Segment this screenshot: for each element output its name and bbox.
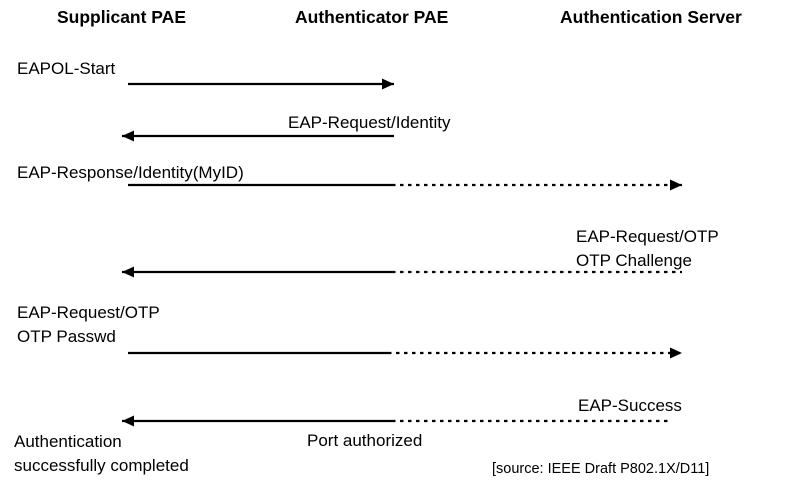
arrowhead-left	[122, 130, 134, 142]
arrowhead-right	[670, 347, 682, 359]
arrowhead-left	[122, 266, 134, 278]
source-citation: [source: IEEE Draft P802.1X/D11]	[492, 461, 710, 477]
message-label-eap-request-otp-passwd: EAP-Request/OTP	[17, 303, 160, 322]
message-arrow-m6	[122, 415, 672, 427]
message-label-eap-response-identity: EAP-Response/Identity(MyID)	[17, 163, 244, 182]
message-label-otp-passwd: OTP Passwd	[17, 327, 116, 346]
arrowhead-left	[122, 415, 134, 427]
message-arrow-m1	[128, 78, 394, 90]
note-port-authorized: Port authorized	[307, 431, 423, 450]
arrowhead-right	[670, 179, 682, 191]
note-authentication-complete-line1: Authentication	[14, 432, 122, 451]
lifeline-header-supplicant: Supplicant PAE	[57, 7, 186, 27]
arrowhead-right	[382, 78, 394, 90]
message-label-otp-challenge: OTP Challenge	[576, 251, 692, 270]
message-arrow-m5	[128, 347, 682, 359]
note-authentication-complete-line2: successfully completed	[14, 456, 189, 475]
message-label-eapol-start: EAPOL-Start	[17, 59, 116, 78]
lifeline-header-authenticator: Authenticator PAE	[295, 7, 449, 27]
message-label-eap-request-identity: EAP-Request/Identity	[288, 113, 451, 132]
message-label-eap-success: EAP-Success	[578, 396, 682, 415]
message-label-eap-request-otp-challenge: EAP-Request/OTP	[576, 227, 719, 246]
lifeline-header-authentication-server: Authentication Server	[560, 7, 742, 27]
